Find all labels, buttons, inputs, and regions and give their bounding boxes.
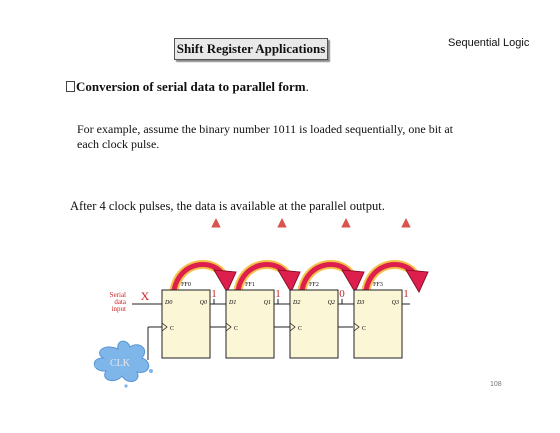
flip-flop-box xyxy=(161,289,211,359)
clock-input-label: C xyxy=(170,326,174,332)
clock-edge-icon xyxy=(225,322,232,332)
flip-flop-box xyxy=(289,289,339,359)
q-output-label: Q3 xyxy=(392,300,399,306)
flip-flop-name: FF2 xyxy=(309,282,319,288)
output-bit-value: 0 xyxy=(339,288,345,300)
flip-flop-box xyxy=(225,289,275,359)
d-input-label: D1 xyxy=(228,300,236,306)
splash-drop xyxy=(149,369,153,373)
shift-arrow-head-icon xyxy=(405,269,429,294)
output-bit-value: 1 xyxy=(211,288,217,300)
output-bit-value: 1 xyxy=(275,288,281,300)
clock-edge-icon xyxy=(353,322,360,332)
q-output-label: Q0 xyxy=(200,300,207,306)
splash-drop xyxy=(124,384,128,388)
flip-flop-name: FF3 xyxy=(373,282,383,288)
output-bit-value: 1 xyxy=(403,288,409,300)
section-label: Sequential Logic xyxy=(448,37,530,49)
shift-arrow-head-icon xyxy=(341,269,365,294)
serial-label-line-3: input xyxy=(112,305,126,313)
serial-input: Serial data input X xyxy=(110,289,162,313)
bullet-box-icon xyxy=(66,81,75,92)
parallel-output-arrows xyxy=(211,218,411,228)
clock-edge-icon xyxy=(289,322,296,332)
serial-label-line-2: data xyxy=(114,298,127,306)
clock-label: CLK xyxy=(110,358,131,369)
clock-edge-icon xyxy=(161,322,168,332)
clock-input-label: C xyxy=(362,326,366,332)
flip-flop-name: FF0 xyxy=(181,282,191,288)
shift-arrow-head-icon xyxy=(213,269,237,294)
splash-drop xyxy=(94,364,98,368)
bullet-heading-period: . xyxy=(305,79,309,94)
d-input-label: D0 xyxy=(164,300,172,306)
bullet-heading-text: Conversion of serial data to parallel fo… xyxy=(76,79,306,94)
clock-input-label: C xyxy=(234,326,238,332)
flip-flop-name: FF1 xyxy=(245,282,255,288)
shift-arrow-head-icon xyxy=(277,269,301,294)
serial-label-line-1: Serial xyxy=(110,291,126,299)
example-paragraph: For example, assume the binary number 10… xyxy=(77,122,454,151)
q-output-label: Q2 xyxy=(328,300,335,306)
slide-title: Shift Register Applications xyxy=(174,38,328,60)
q-output-label: Q1 xyxy=(264,300,271,306)
d-input-label: D3 xyxy=(356,300,364,306)
bullet-heading: Conversion of serial data to parallel fo… xyxy=(66,79,309,95)
d-input-label: D2 xyxy=(292,300,300,306)
page-number: 108 xyxy=(490,381,502,388)
clock-splash: CLK xyxy=(93,340,153,388)
clock-input-label: C xyxy=(298,326,302,332)
flip-flop-box xyxy=(353,289,403,359)
result-paragraph: After 4 clock pulses, the data is availa… xyxy=(70,199,385,213)
serial-input-bit: X xyxy=(141,289,150,303)
